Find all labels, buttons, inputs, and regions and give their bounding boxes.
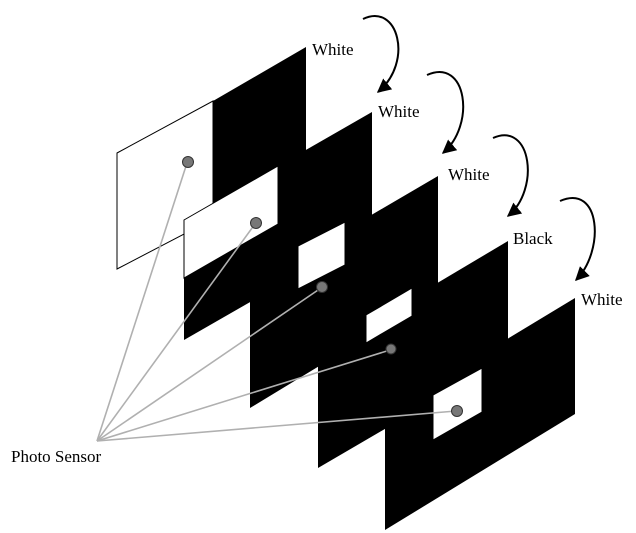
pattern-sheet-3 (250, 176, 438, 408)
transition-arrows (362, 15, 596, 281)
sheet-4-black-region (318, 241, 508, 468)
pattern-2-label: White (378, 102, 420, 121)
curved-arrow-icon (426, 71, 465, 154)
pattern-3-label: White (448, 165, 490, 184)
pattern-1-label: White (312, 40, 354, 59)
photo-sensor-label: Photo Sensor (11, 447, 102, 466)
lead-line-4 (96, 349, 391, 442)
sheet-4-white-window (365, 287, 413, 344)
sheet-2-white-window (183, 165, 279, 279)
pattern-sheet-2 (183, 112, 372, 340)
sensor-lead-lines (96, 162, 457, 442)
sensor-dot-icon (385, 343, 397, 355)
pattern-sheet-4 (318, 241, 508, 468)
sheet-3-white-window (297, 221, 346, 290)
pattern-4-label: Black (513, 229, 553, 248)
lead-line-5 (96, 410, 457, 442)
curved-arrow-icon (559, 197, 596, 281)
sheet-5-black-region (385, 298, 575, 530)
sensor-dots (182, 156, 463, 417)
sensor-dot-icon (451, 405, 463, 417)
curved-arrow-icon (362, 15, 400, 93)
sensor-dot-icon (316, 281, 328, 293)
sheet-3-black-region (250, 176, 438, 408)
pattern-sheet-5 (385, 298, 575, 530)
sensor-dot-icon (250, 217, 262, 229)
sensor-dot-icon (182, 156, 194, 168)
curved-arrow-icon (492, 134, 529, 217)
sheet-2-black-region (184, 112, 372, 340)
sheet-5-white-window (432, 367, 483, 441)
lead-line-2 (96, 223, 256, 442)
lead-line-3 (96, 287, 322, 442)
pattern-5-label: White (581, 290, 623, 309)
lead-line-1 (96, 162, 188, 442)
